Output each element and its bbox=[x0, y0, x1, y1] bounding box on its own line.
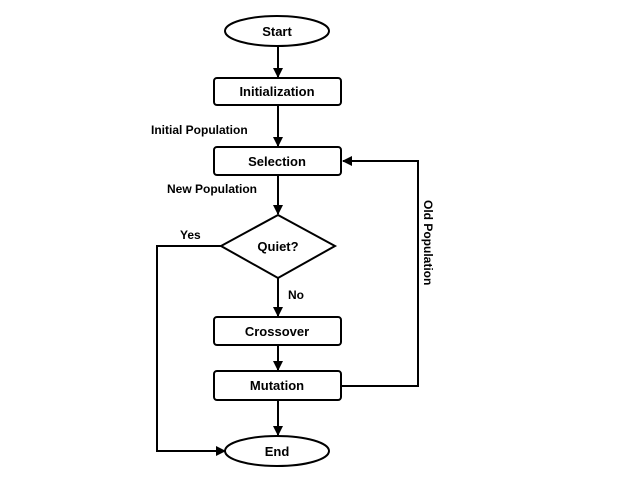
mutation-box bbox=[213, 370, 342, 401]
arrow-mutation-loop-to-selection bbox=[342, 156, 419, 387]
mutation-label: Mutation bbox=[250, 378, 304, 393]
yes-label: Yes bbox=[180, 228, 201, 242]
arrow-yes-to-end bbox=[156, 245, 226, 456]
no-label: No bbox=[288, 288, 304, 302]
end-label: End bbox=[265, 444, 290, 459]
crossover-label: Crossover bbox=[245, 324, 309, 339]
initialization-box bbox=[213, 77, 342, 106]
initial-population-label: Initial Population bbox=[151, 123, 248, 137]
old-population-label: Old Population bbox=[421, 200, 435, 285]
initialization-label: Initialization bbox=[239, 84, 314, 99]
end-terminal bbox=[224, 435, 330, 467]
start-label: Start bbox=[262, 24, 292, 39]
quiet-decision-diamond bbox=[218, 213, 338, 280]
selection-label: Selection bbox=[248, 154, 306, 169]
crossover-box bbox=[213, 316, 342, 346]
new-population-label: New Population bbox=[167, 182, 257, 196]
start-terminal bbox=[224, 15, 330, 47]
decision-label: Quiet? bbox=[257, 239, 298, 254]
selection-box bbox=[213, 146, 342, 176]
